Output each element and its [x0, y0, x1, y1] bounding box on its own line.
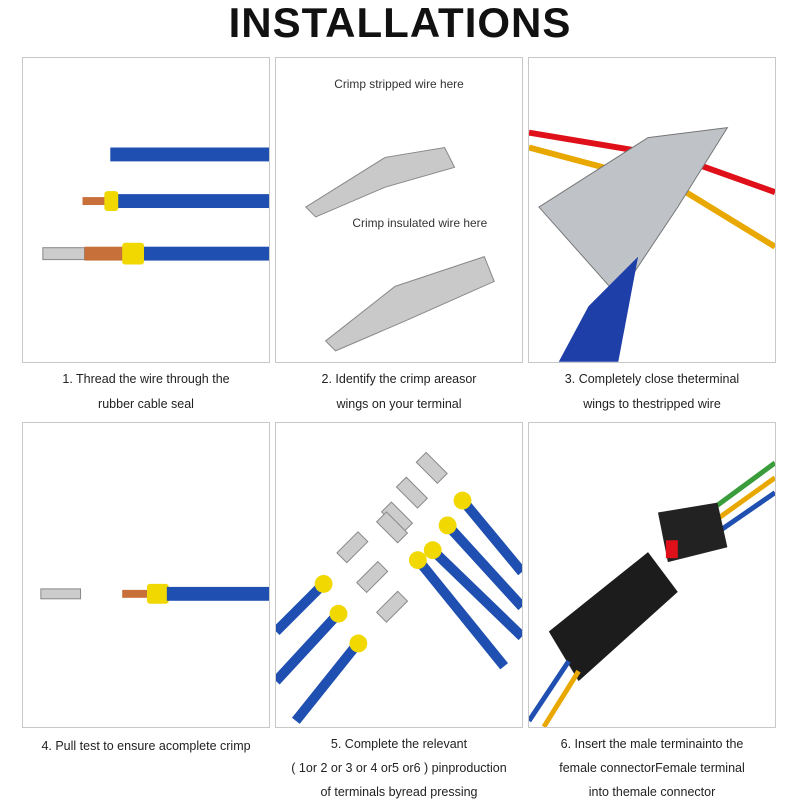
rubber-seal: [104, 191, 119, 211]
step-5-image: [275, 422, 523, 728]
crimp-insulated-label: Crimp insulated wire here: [352, 216, 487, 230]
copper-strand: [82, 197, 111, 206]
terminal: [324, 256, 495, 352]
wire: [110, 147, 269, 162]
male-connector: [548, 552, 678, 682]
terminal: [40, 588, 82, 600]
step-4-caption: 4. Pull test to ensure acomplete crimp: [41, 739, 251, 753]
step-1-image: [22, 57, 270, 363]
wires: [276, 499, 522, 724]
red-seal: [665, 540, 678, 559]
copper-strand: [84, 246, 125, 261]
step-6-image: [528, 422, 776, 728]
seals: [314, 491, 472, 653]
wire: [122, 246, 269, 261]
wire: [110, 194, 269, 209]
wire: [166, 586, 269, 601]
cutter-jaw: [538, 127, 729, 298]
terminal: [304, 146, 456, 218]
rubber-seal: [122, 242, 145, 265]
step-3-image: [528, 57, 776, 363]
copper-strand: [122, 589, 152, 598]
cutter-handle: [558, 256, 639, 362]
crimp-stripped-label: Crimp stripped wire here: [334, 77, 464, 91]
step-5-caption: 5. Complete the relevant( 1or 2 or 3 or …: [291, 737, 507, 799]
step-4-image: [22, 422, 270, 728]
terminal: [42, 247, 85, 261]
step-2-image: Crimp stripped wire here Crimp insulated…: [275, 57, 523, 363]
terminals: [336, 451, 448, 623]
rubber-seal: [146, 583, 169, 604]
page-title: INSTALLATIONS: [228, 0, 572, 46]
